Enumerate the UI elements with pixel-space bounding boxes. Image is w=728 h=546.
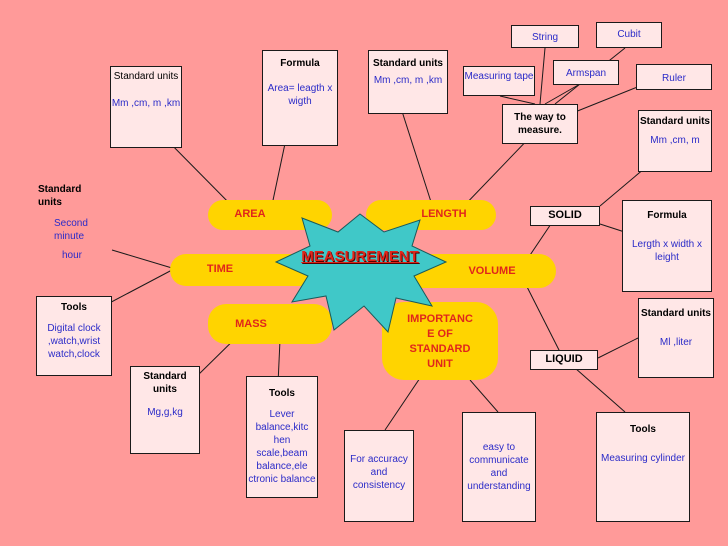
time-tools-heading: Tools bbox=[61, 302, 87, 313]
liquid-tools-box: Tools Measuring cylinder bbox=[596, 412, 690, 522]
ruler-label: Ruler bbox=[662, 73, 686, 84]
connector bbox=[544, 83, 581, 105]
importance-accuracy-box: For accuracy and consistency bbox=[344, 430, 414, 522]
importance-communicate-box: easy to communicate and understanding bbox=[462, 412, 536, 522]
time-units-heading: Standard units bbox=[38, 184, 82, 208]
connector bbox=[599, 167, 646, 207]
volume-branch-label: VOLUME bbox=[468, 265, 516, 277]
time-standard-units: Standard units Second minute hour bbox=[38, 183, 106, 262]
cubit-box: Cubit bbox=[596, 22, 662, 48]
time-units-text-1: Second minute bbox=[54, 218, 88, 242]
mass-tools-heading: Tools bbox=[269, 388, 295, 399]
way-to-measure-text: The way to measure. bbox=[514, 112, 566, 136]
string-label: String bbox=[531, 32, 559, 43]
importance-branch-label: IMPORTANC E OF STANDARD UNIT bbox=[407, 313, 473, 370]
connector bbox=[459, 131, 536, 211]
cubit-label: Cubit bbox=[617, 29, 641, 40]
importance-branch: IMPORTANC E OF STANDARD UNIT bbox=[382, 302, 498, 380]
way-to-measure-box: The way to measure. bbox=[502, 104, 578, 144]
measuring-tape-label: Measuring tape bbox=[464, 71, 534, 82]
liquid-label: LIQUID bbox=[545, 353, 583, 365]
length-standard-units-box: Standard units Mm ,cm, m ,km bbox=[368, 50, 448, 114]
area-standard-units-box: Standard units Mm ,cm, m ,km bbox=[110, 66, 182, 148]
length-standard-units-box-2: Standard units Mm ,cm, m bbox=[638, 110, 712, 172]
solid-node: SOLID bbox=[530, 206, 600, 226]
length-units2-text: Mm ,cm, m bbox=[650, 135, 700, 146]
time-branch-label: TIME bbox=[206, 263, 234, 275]
solid-formula-heading: Formula bbox=[647, 210, 687, 221]
mass-branch: MASS bbox=[208, 304, 332, 344]
string-box: String bbox=[511, 25, 579, 48]
mass-standard-units-box: Standard units Mg,g,kg bbox=[130, 366, 200, 454]
liquid-tools-heading: Tools bbox=[630, 424, 656, 435]
liquid-node: LIQUID bbox=[530, 350, 598, 370]
mass-tools-text: Lever balance,kitc hen scale,beam balanc… bbox=[248, 409, 316, 485]
connector bbox=[384, 377, 421, 431]
liquid-units-heading: Standard units bbox=[640, 308, 711, 319]
connector bbox=[539, 47, 546, 105]
ruler-box: Ruler bbox=[636, 64, 712, 90]
length-units-text: Mm ,cm, m ,km bbox=[373, 75, 443, 86]
measuring-tape-box: Measuring tape bbox=[463, 66, 535, 96]
time-tools-box: Tools Digital clock ,watch,wrist watch,c… bbox=[36, 296, 112, 376]
mass-tools-box: Tools Lever balance,kitc hen scale,beam … bbox=[246, 376, 318, 498]
time-units-text-2: hour bbox=[62, 250, 83, 261]
area-units-heading: Standard units bbox=[113, 71, 179, 82]
connector bbox=[499, 95, 536, 105]
time-tools-text: Digital clock ,watch,wrist watch,clock bbox=[47, 323, 101, 360]
length-branch-label: LENGTH bbox=[421, 208, 467, 220]
liquid-units-text: Ml ,liter bbox=[659, 337, 693, 348]
solid-label: SOLID bbox=[548, 209, 582, 221]
area-branch-label: AREA bbox=[234, 208, 266, 220]
area-formula-text: Area= leagth x wigth bbox=[267, 83, 333, 107]
liquid-tools-text: Measuring cylinder bbox=[601, 453, 685, 464]
length-branch: LENGTH bbox=[366, 200, 496, 230]
mass-units-text: Mg,g,kg bbox=[147, 407, 183, 418]
area-formula-box: Formula Area= leagth x wigth bbox=[262, 50, 338, 146]
main-title: MEASUREMENT bbox=[301, 248, 419, 265]
armspan-label: Armspan bbox=[565, 68, 606, 79]
connector bbox=[399, 104, 433, 206]
area-units-text: Mm ,cm, m ,km bbox=[111, 98, 181, 109]
connector bbox=[99, 269, 173, 309]
mass-branch-label: MASS bbox=[235, 318, 267, 330]
solid-formula-text: Lergth x width x leight bbox=[631, 239, 703, 263]
mass-units-heading: Standard units bbox=[143, 371, 187, 395]
armspan-box: Armspan bbox=[553, 60, 619, 85]
importance-accuracy-text: For accuracy and consistency bbox=[350, 454, 408, 491]
connector bbox=[597, 337, 639, 359]
connector bbox=[469, 379, 499, 413]
length-units2-heading: Standard units bbox=[639, 116, 710, 127]
area-branch: AREA bbox=[208, 200, 332, 230]
area-formula-heading: Formula bbox=[280, 58, 320, 69]
importance-communicate-text: easy to communicate and understanding bbox=[467, 442, 531, 492]
liquid-units-box: Standard units Ml ,liter bbox=[638, 298, 714, 378]
length-units-heading: Standard units bbox=[372, 58, 443, 69]
connector bbox=[574, 367, 626, 413]
connector bbox=[111, 249, 173, 269]
solid-formula-box: Formula Lergth x width x leight bbox=[622, 200, 712, 292]
